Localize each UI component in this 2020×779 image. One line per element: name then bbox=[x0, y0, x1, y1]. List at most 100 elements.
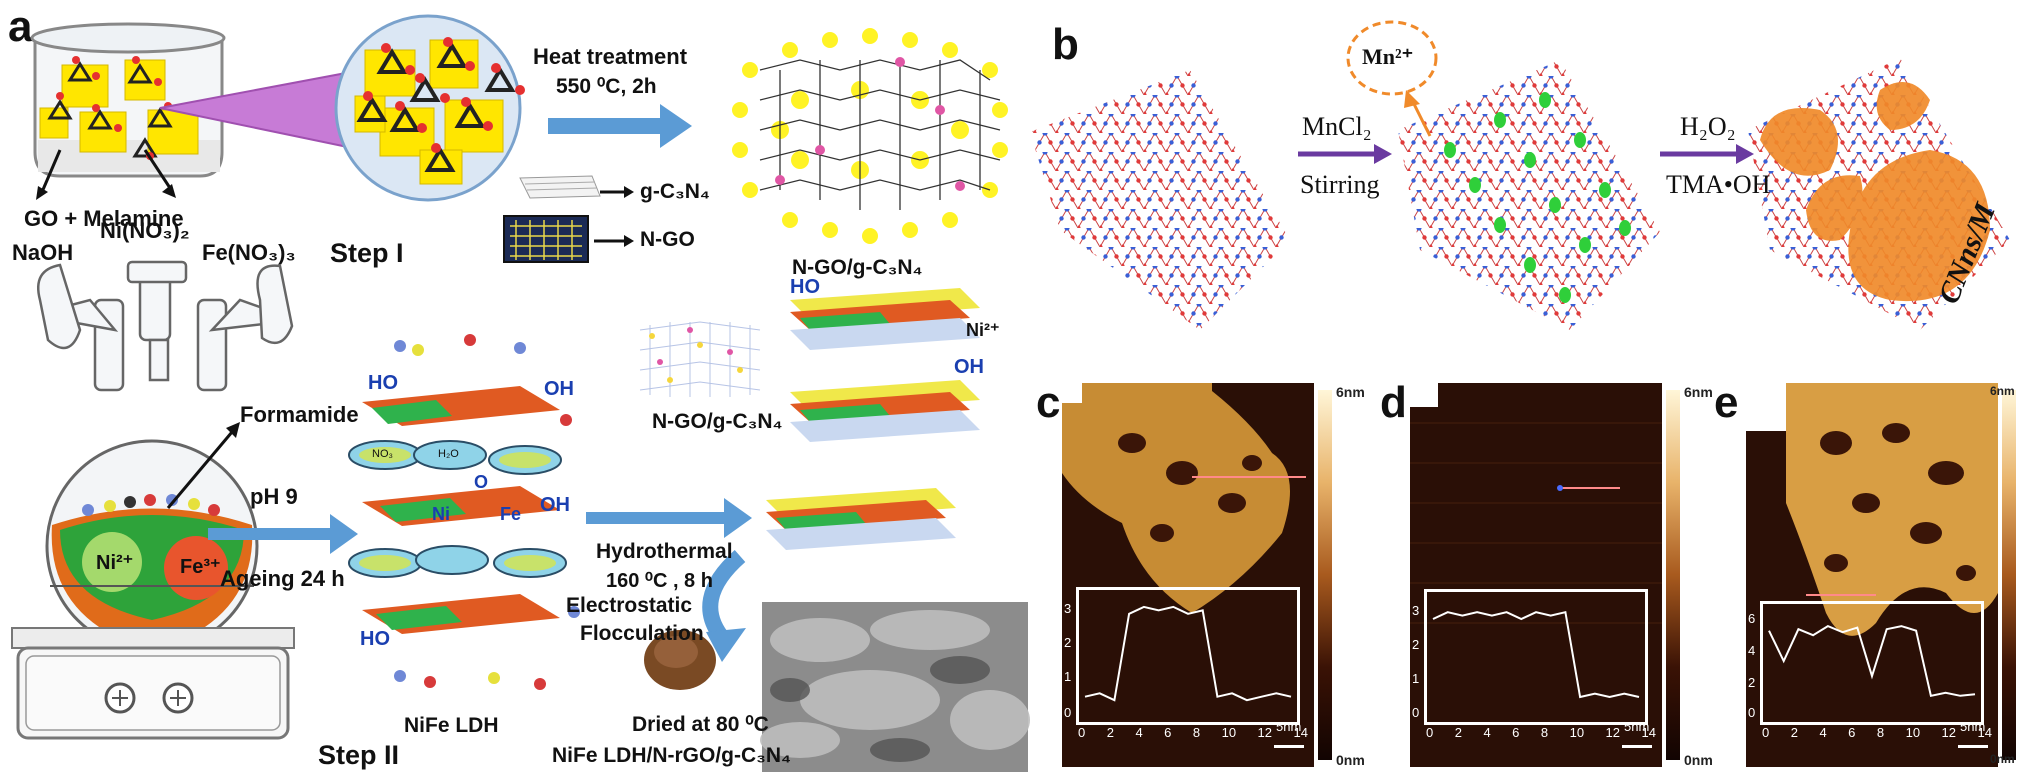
hydrothermal-label: Hydrothermal bbox=[596, 540, 733, 563]
panel-b-letter: b bbox=[1052, 20, 1079, 69]
panel-d-letter: d bbox=[1380, 378, 1407, 427]
mn-label: Mn²⁺ bbox=[1362, 44, 1414, 69]
step-1-label: Step I bbox=[330, 238, 404, 268]
profile-chart-d bbox=[1432, 610, 1640, 699]
ldh-h2o-label: H₂O bbox=[438, 448, 459, 460]
colorbar-e bbox=[2002, 390, 2016, 760]
xtick-c-2: 4 bbox=[1135, 725, 1143, 740]
fe-no3-label: Fe(NO₃)₃ bbox=[202, 240, 296, 265]
xtick-d-5: 10 bbox=[1569, 725, 1585, 740]
ldh-ni-label: Ni bbox=[432, 504, 450, 524]
fe-ion-label: Fe³⁺ bbox=[180, 556, 221, 578]
heat-treatment-label: Heat treatment bbox=[533, 44, 688, 69]
xtick-c-4: 8 bbox=[1192, 725, 1201, 740]
ytick-d-3: 0 bbox=[1412, 705, 1420, 720]
colorbar-c-bottom: 0nm bbox=[1336, 752, 1365, 768]
n-go-g-c3n4-label: N-GO/g-C₃N₄ bbox=[792, 256, 923, 279]
ytick-e-3: 0 bbox=[1748, 705, 1756, 720]
xtick-c-5: 10 bbox=[1221, 725, 1237, 740]
colorbar-e-top: 6nm bbox=[1990, 384, 2015, 398]
composite-oh-label: OH bbox=[954, 356, 984, 378]
flocculation-label: Flocculation bbox=[580, 622, 704, 645]
ytick-d-1: 2 bbox=[1412, 637, 1420, 652]
ldh-o-label: O bbox=[474, 472, 489, 492]
xtick-e-1: 2 bbox=[1790, 725, 1798, 740]
formamide-label: Formamide bbox=[240, 402, 359, 427]
go-melamine-label: GO + Melamine bbox=[24, 206, 184, 231]
ngo-network bbox=[720, 20, 1030, 252]
ytick-c-2: 1 bbox=[1064, 669, 1072, 684]
ytick-c-1: 2 bbox=[1064, 635, 1072, 650]
profile-inset-e bbox=[1760, 601, 1984, 725]
ytick-c-0: 3 bbox=[1064, 601, 1072, 616]
ytick-d-2: 1 bbox=[1412, 671, 1420, 686]
profile-chart-c bbox=[1084, 605, 1292, 702]
xtick-c-3: 6 bbox=[1164, 725, 1172, 740]
scalebar-e: 5nm bbox=[1960, 719, 1986, 734]
mid-network bbox=[639, 321, 761, 397]
scalebar-line-e bbox=[1958, 745, 1988, 748]
xtick-d-3: 6 bbox=[1512, 725, 1520, 740]
xtick-d-6: 12 bbox=[1605, 725, 1621, 740]
colorbar-c bbox=[1318, 390, 1332, 760]
ldh-fe-label: Fe bbox=[500, 504, 522, 524]
ni-no3-label: Ni(NO₃)₂ bbox=[100, 218, 190, 243]
xtick-e-5: 10 bbox=[1905, 725, 1921, 740]
naoh-label: NaOH bbox=[12, 240, 74, 265]
colorbar-d-top: 6nm bbox=[1684, 384, 1713, 400]
composite-ni-label: Ni²⁺ bbox=[966, 320, 1000, 340]
ytick-e-1: 4 bbox=[1748, 643, 1756, 658]
xtick-e-7: 14 bbox=[1977, 725, 1992, 740]
xtick-e-4: 8 bbox=[1876, 725, 1885, 740]
composite-stack bbox=[766, 288, 980, 550]
ytick-c-3: 0 bbox=[1064, 705, 1072, 720]
ni-ion-label: Ni²⁺ bbox=[96, 552, 134, 574]
h2o2-label: H₂O₂ bbox=[1680, 112, 1736, 141]
panel-e-letter: e bbox=[1714, 378, 1739, 427]
nife-ldh-label: NiFe LDH bbox=[404, 714, 499, 737]
xtick-e-0: 0 bbox=[1762, 725, 1770, 740]
ldh-ho-label-2: HO bbox=[360, 628, 390, 650]
ldh-ho-label-1: HO bbox=[368, 372, 398, 394]
xtick-d-4: 8 bbox=[1540, 725, 1549, 740]
step-2-label: Step II bbox=[318, 740, 400, 770]
ldh-no3-label: NO₃ bbox=[372, 448, 393, 460]
composite-ho-label: HO bbox=[790, 276, 820, 298]
g-c3n4-label: g-C₃N₄ bbox=[640, 180, 710, 203]
profile-line-d bbox=[1432, 610, 1640, 699]
xtick-c-7: 14 bbox=[1293, 725, 1308, 740]
xtick-d-0: 0 bbox=[1426, 725, 1434, 740]
xtick-c-1: 2 bbox=[1106, 725, 1114, 740]
xtick-e-6: 12 bbox=[1941, 725, 1957, 740]
colorbar-c-top: 6nm bbox=[1336, 384, 1365, 400]
ldh-stack bbox=[348, 334, 580, 690]
xtick-e-2: 4 bbox=[1819, 725, 1827, 740]
electrostatic-label: Electrostatic bbox=[566, 594, 693, 617]
scalebar-line-d bbox=[1622, 745, 1652, 748]
hydro-conditions-label: 160 ⁰C , 8 h bbox=[606, 570, 713, 592]
profile-chart-e bbox=[1768, 624, 1976, 697]
product-label: NiFe LDH/N-rGO/g-C₃N₄ bbox=[552, 744, 792, 767]
ldh-oh-label-2: OH bbox=[540, 494, 570, 516]
n-go-label: N-GO bbox=[640, 228, 695, 251]
colorbar-e-bottom: 0nm bbox=[1990, 752, 2015, 766]
dried-label: Dried at 80 ⁰C bbox=[632, 713, 769, 736]
ph-label: pH 9 bbox=[250, 484, 298, 509]
profile-inset-c bbox=[1076, 587, 1300, 725]
ytick-e-0: 6 bbox=[1748, 611, 1756, 626]
profile-line-c bbox=[1084, 605, 1292, 702]
n-go-g-c3n4-mid-label: N-GO/g-C₃N₄ bbox=[652, 410, 783, 433]
beaker bbox=[30, 22, 226, 178]
profile-inset-d bbox=[1424, 589, 1648, 725]
mncl2-label: MnCl₂ bbox=[1302, 112, 1372, 141]
colorbar-d bbox=[1666, 390, 1680, 760]
colorbar-d-bottom: 0nm bbox=[1684, 752, 1713, 768]
